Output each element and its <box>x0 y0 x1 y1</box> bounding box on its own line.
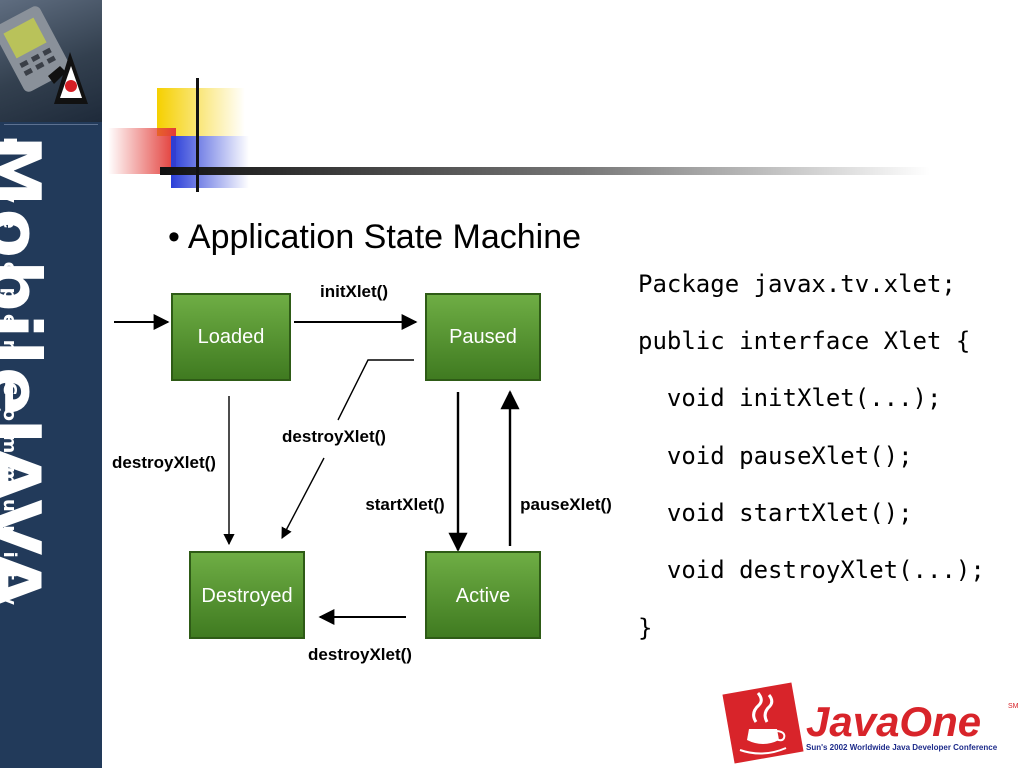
deco-blue-square <box>171 136 249 188</box>
state-paused: Paused <box>425 293 541 381</box>
edge-paused-destroy <box>337 359 414 421</box>
state-active: Active <box>425 551 541 639</box>
code-line: Package javax.tv.xlet; <box>638 270 956 298</box>
duke-photo <box>0 0 102 122</box>
title-decoration <box>108 78 930 192</box>
bullet-dot: • <box>168 218 180 256</box>
code-line: void pauseXlet(); <box>638 442 913 470</box>
code-line: } <box>638 614 653 642</box>
deco-horizontal-rule <box>160 167 930 175</box>
state-label: Active <box>456 585 510 607</box>
javaone-logo: JavaOne SM Sun's 2002 Worldwide Java Dev… <box>722 682 1019 764</box>
label-init: initXlet() <box>320 282 388 301</box>
state-loaded: Loaded <box>171 293 291 381</box>
label-start: startXlet() <box>365 495 444 514</box>
state-diagram: Loaded Paused Destroyed Active initXlet(… <box>112 282 612 664</box>
state-label: Destroyed <box>201 585 292 607</box>
javaone-trademark: SM <box>1008 703 1019 710</box>
label-loaded-destroy: destroyXlet() <box>112 453 216 472</box>
state-label: Loaded <box>198 326 265 348</box>
state-label: Paused <box>449 326 517 348</box>
code-line: public interface Xlet { <box>638 327 971 355</box>
label-paused-destroy: destroyXlet() <box>282 427 386 446</box>
label-active-destroy: destroyXlet() <box>308 645 412 664</box>
edge-paused-destroy-tail <box>281 457 325 539</box>
label-pause: pauseXlet() <box>520 495 612 514</box>
sidebar: MobileJAVA Developer Community <box>0 0 102 768</box>
state-destroyed: Destroyed <box>189 551 305 639</box>
javaone-tagline: Sun's 2002 Worldwide Java Developer Conf… <box>806 743 998 752</box>
brand-subtitle: Developer Community <box>0 137 20 619</box>
code-line: void destroyXlet(...); <box>638 556 985 584</box>
sidebar-separator <box>4 124 98 125</box>
deco-vertical-rule <box>196 78 199 192</box>
deco-red-square <box>108 128 176 174</box>
javaone-wordmark: JavaOne <box>806 698 981 745</box>
java-cup-icon <box>722 682 804 764</box>
bullet-text: Application State Machine <box>187 218 582 256</box>
code-line: void initXlet(...); <box>638 384 942 412</box>
bullet-heading: •Application State Machine <box>168 218 581 257</box>
code-line: void startXlet(); <box>638 499 913 527</box>
